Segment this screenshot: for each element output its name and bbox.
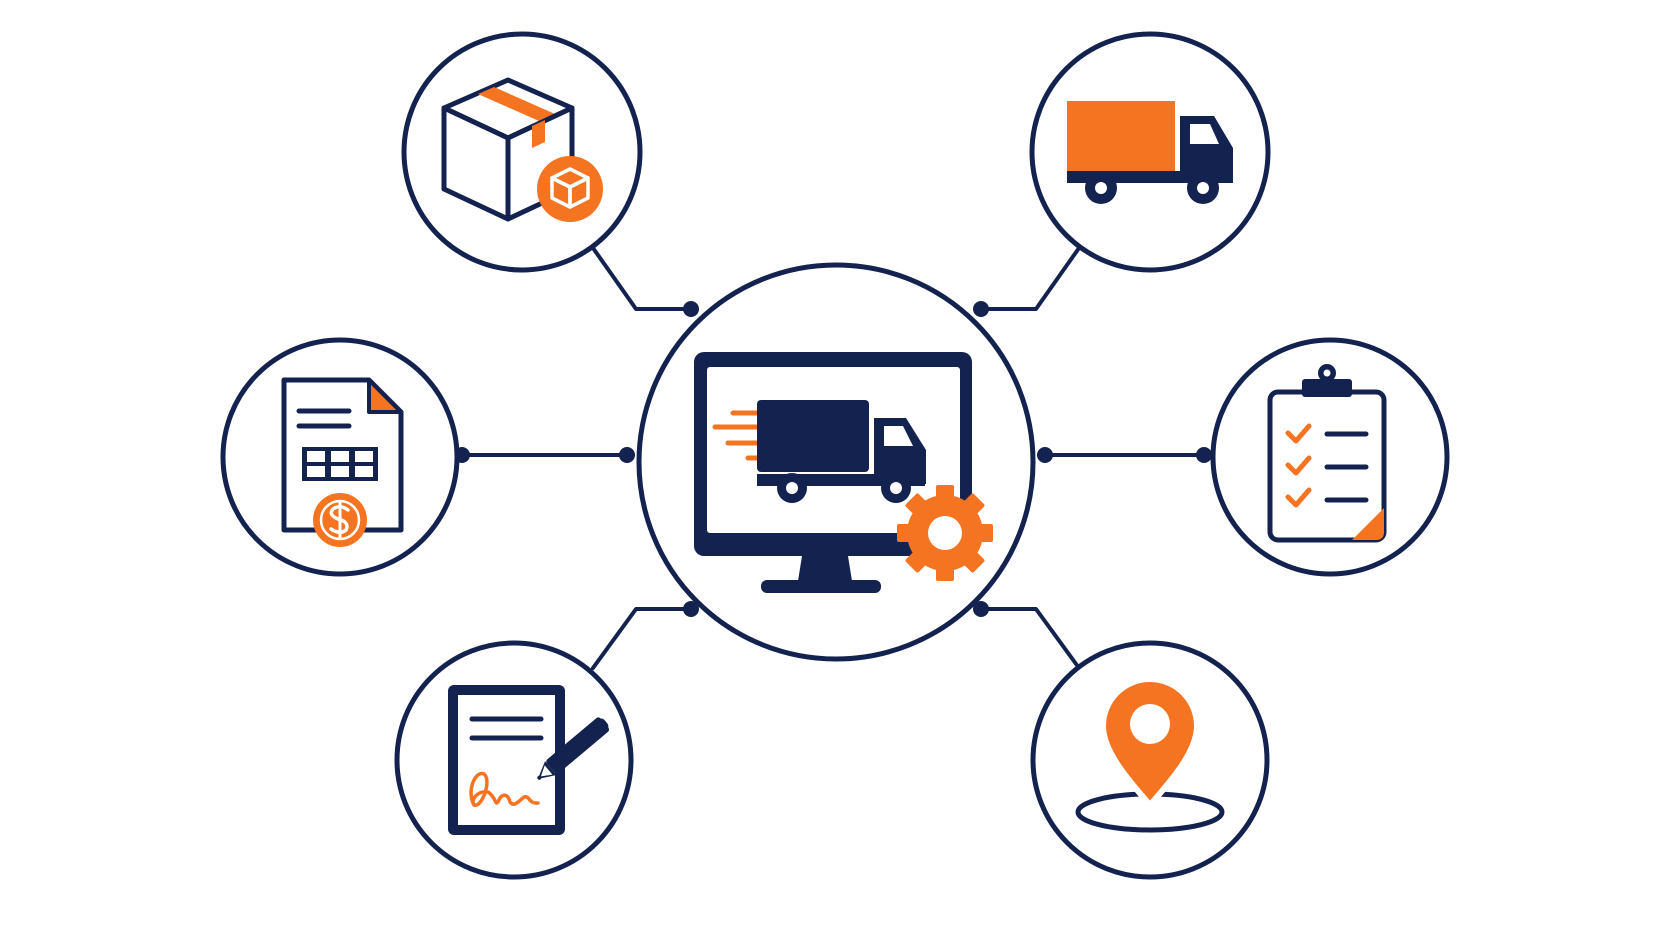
connector-dot bbox=[973, 301, 989, 317]
connector-dot bbox=[619, 447, 635, 463]
connectors bbox=[458, 246, 1206, 670]
map-pin-icon bbox=[1075, 676, 1225, 833]
invoice-document-icon bbox=[281, 377, 404, 533]
gear-icon bbox=[897, 485, 993, 581]
node-package bbox=[401, 31, 643, 273]
connector-signature bbox=[591, 607, 693, 670]
connector-package bbox=[591, 246, 693, 311]
node-invoice bbox=[220, 337, 460, 577]
connector-dots bbox=[454, 301, 1212, 617]
connector-location bbox=[979, 607, 1081, 670]
connector-truck bbox=[979, 246, 1081, 311]
hub-computer-monitor bbox=[636, 262, 1036, 662]
node-location bbox=[1030, 640, 1270, 880]
delivery-truck-icon bbox=[757, 400, 926, 503]
pen-icon bbox=[537, 717, 610, 780]
node-signature bbox=[394, 640, 634, 880]
connector-dot bbox=[683, 601, 699, 617]
signed-document-icon bbox=[448, 685, 565, 835]
connector-dot bbox=[1037, 447, 1053, 463]
connector-dot bbox=[683, 301, 699, 317]
cargo-truck-icon bbox=[1067, 101, 1233, 204]
package-badge-icon bbox=[537, 156, 603, 222]
node-truck bbox=[1029, 31, 1271, 273]
dollar-coin-icon bbox=[313, 493, 367, 547]
connector-dot bbox=[1196, 447, 1212, 463]
connector-dot bbox=[973, 601, 989, 617]
node-checklist bbox=[1210, 337, 1450, 577]
clipboard-checklist-icon bbox=[1267, 364, 1387, 543]
